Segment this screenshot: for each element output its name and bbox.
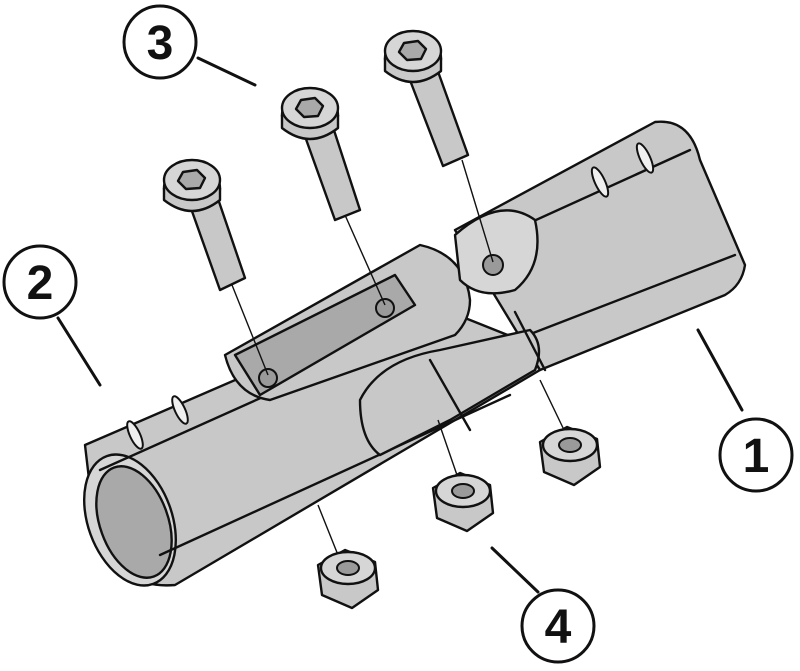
bolt <box>280 86 386 306</box>
callout-3-label: 3 <box>147 17 174 70</box>
leader-2 <box>56 316 102 387</box>
callout-4: 4 <box>520 588 596 664</box>
callout-1: 1 <box>718 417 794 493</box>
nut <box>431 419 495 533</box>
callout-3: 3 <box>122 4 198 80</box>
callout-4-label: 4 <box>545 601 572 654</box>
bolts <box>162 29 494 376</box>
leader-3 <box>196 56 257 87</box>
nut <box>316 504 380 610</box>
bolt <box>162 158 269 376</box>
leader-lines <box>56 56 744 594</box>
callout-2-label: 2 <box>27 257 54 310</box>
tube-1-slots <box>590 142 655 198</box>
nut <box>538 379 602 487</box>
tube-2-slots <box>126 395 189 450</box>
bolt <box>383 29 494 263</box>
callout-2: 2 <box>2 244 78 320</box>
clamp-plate <box>233 273 417 397</box>
callout-1-label: 1 <box>743 430 770 483</box>
nuts <box>316 379 602 610</box>
leader-1 <box>696 328 744 412</box>
joint-block <box>223 209 547 457</box>
leader-4 <box>490 546 540 594</box>
tube-1 <box>453 120 747 372</box>
